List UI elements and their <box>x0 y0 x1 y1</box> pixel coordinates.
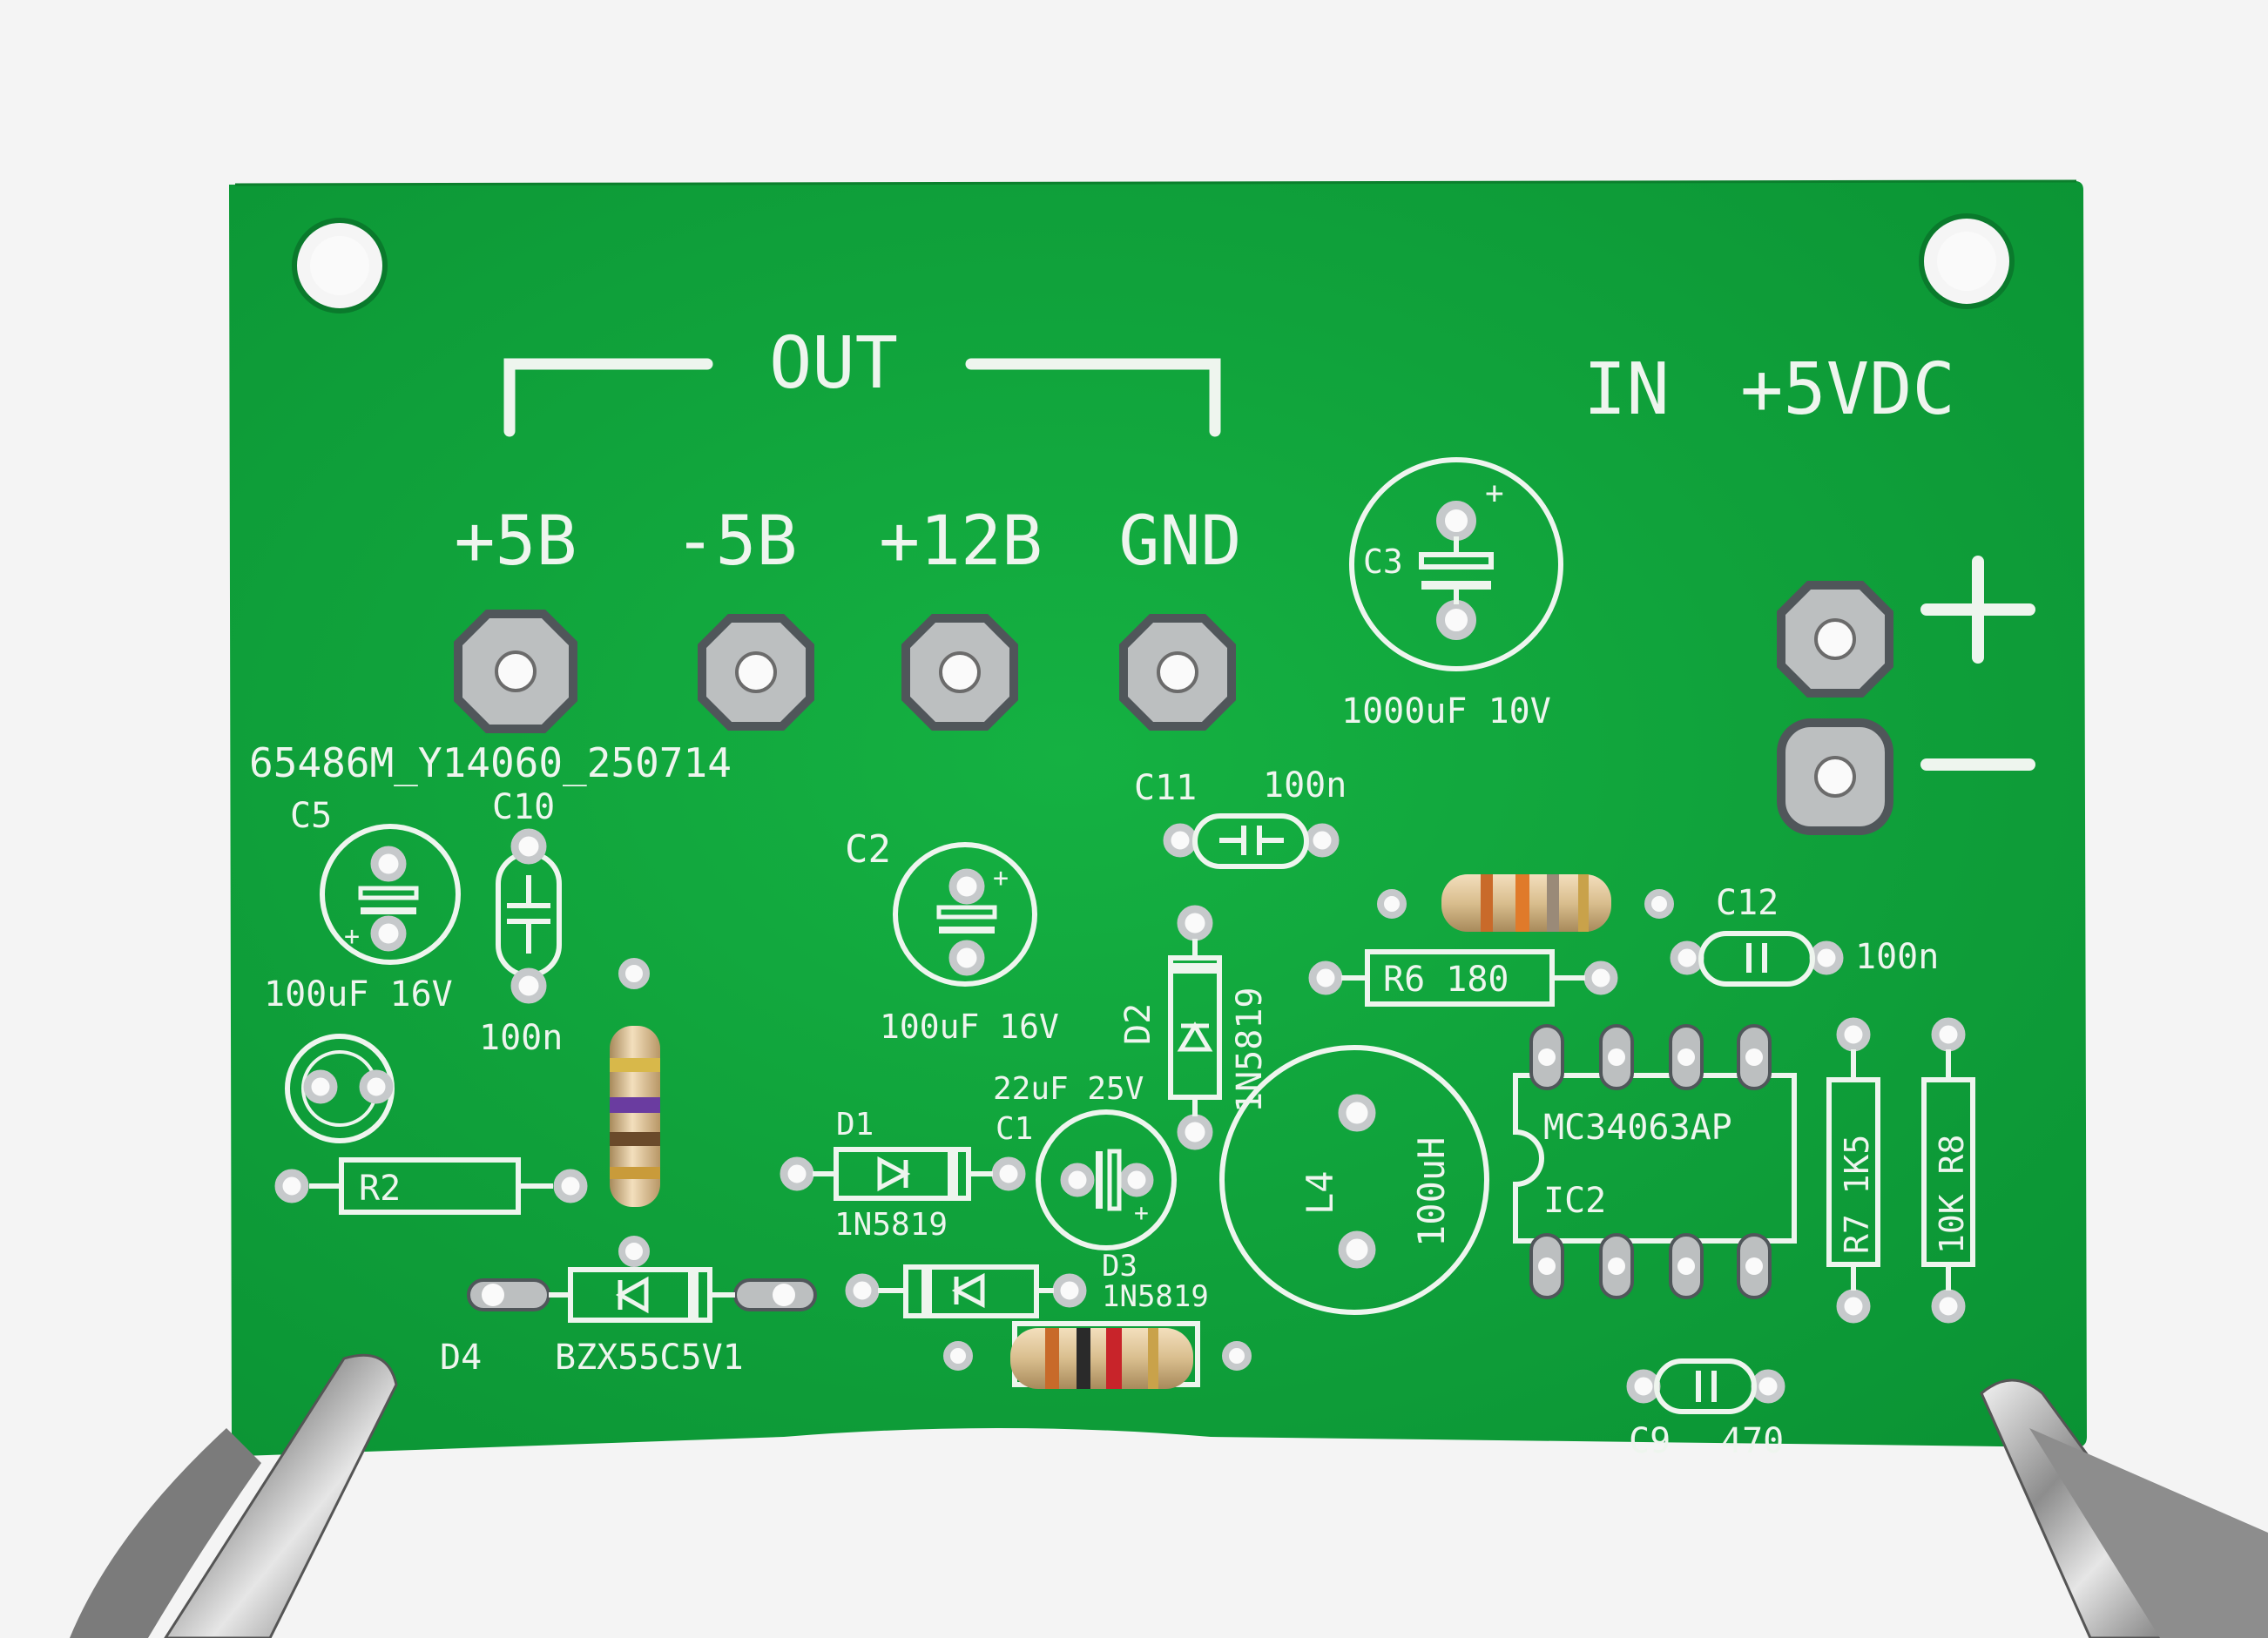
r6-label: R6 180 <box>1383 960 1509 1000</box>
c1-footprint <box>1036 1109 1177 1250</box>
c9-label: C9 <box>1629 1421 1671 1461</box>
pad-gnd <box>1119 614 1236 731</box>
c5-label: C5 <box>290 796 332 836</box>
c5-value: 100uF 16V <box>264 974 453 1014</box>
c3-label: C3 <box>1363 543 1403 581</box>
d1-value: 1N5819 <box>834 1207 948 1243</box>
board-id: 65486M_Y14060_250714 <box>249 739 732 786</box>
d1-footprint <box>780 1147 1026 1201</box>
c3-plus: + <box>1485 475 1504 511</box>
c10-footprint <box>496 828 562 1004</box>
r2-footprint <box>274 1157 588 1215</box>
c12-value: 100n <box>1855 937 1939 977</box>
mounting-hole-top-right <box>1919 213 2015 309</box>
ic2-name: MC34063AP <box>1543 1108 1732 1148</box>
in-label: IN <box>1583 348 1670 431</box>
alligator-clip-left <box>70 1353 398 1638</box>
input-pad-minus <box>1777 718 1893 835</box>
d1-label: D1 <box>836 1107 874 1143</box>
l4-label: L4 <box>1299 1170 1341 1215</box>
out-header: OUT <box>769 322 898 405</box>
r7-footprint <box>1826 1017 1880 1324</box>
c11-value: 100n <box>1263 765 1347 806</box>
l4-footprint <box>1219 1045 1489 1315</box>
output-pads <box>454 610 1236 733</box>
r6-footprint <box>1308 949 1618 1007</box>
pad-plus12 <box>901 614 1018 731</box>
c10-label: C10 <box>492 787 555 827</box>
r8-footprint <box>1921 1017 1975 1324</box>
d4-footprint <box>467 1267 817 1323</box>
c12-label: C12 <box>1716 883 1779 923</box>
c5-plus: + <box>344 921 360 952</box>
terminal-label-minus5: -5B <box>675 502 798 581</box>
d3-value: 1N5819 <box>1102 1279 1209 1314</box>
resistor-top <box>1377 874 1674 932</box>
out-bracket <box>503 358 1221 437</box>
c2-label: C2 <box>845 827 891 872</box>
c1-label: C1 <box>996 1111 1033 1147</box>
in-voltage: +5VDC <box>1740 348 1955 431</box>
terminal-labels: +5B -5B +12B GND <box>455 502 1242 581</box>
pcb-board <box>229 179 2087 1456</box>
c9-value: 470 <box>1721 1421 1784 1461</box>
c1-value: 22uF 25V <box>993 1071 1144 1107</box>
c3-footprint <box>1349 457 1563 671</box>
terminal-label-plus5: +5B <box>455 502 577 581</box>
pad-minus5 <box>698 614 814 731</box>
resistor-vertical <box>610 958 660 1267</box>
c12-footprint <box>1670 931 1844 987</box>
input-pad-plus <box>1777 581 1893 698</box>
terminal-label-plus12: +12B <box>879 502 1043 581</box>
c9-footprint <box>1626 1358 1785 1414</box>
alligator-clip-right <box>1980 1378 2268 1638</box>
round-footprint <box>285 1034 395 1143</box>
resistor-bottom <box>943 1321 1252 1389</box>
r2-label: R2 <box>359 1169 401 1209</box>
c11-label: C11 <box>1134 768 1197 808</box>
mounting-hole-top-left <box>292 218 388 313</box>
d4-label: D4 <box>440 1338 482 1378</box>
d2-value: 1N5819 <box>1230 988 1270 1114</box>
ic2-label: IC2 <box>1543 1181 1606 1221</box>
d2-label: D2 <box>1118 1003 1158 1045</box>
l4-value: 100uH <box>1410 1137 1453 1247</box>
pad-plus5 <box>454 610 577 733</box>
c2-plus: + <box>993 863 1009 893</box>
c11-footprint <box>1163 813 1340 869</box>
r8-label: 10K R8 <box>1933 1135 1971 1254</box>
input-plus-sign <box>1920 556 2035 664</box>
d4-value: BZX55C5V1 <box>555 1338 744 1378</box>
ic2-footprint <box>1513 1024 1797 1299</box>
r7-label: R7 1K5 <box>1838 1135 1876 1254</box>
c2-footprint <box>893 842 1037 987</box>
d2-footprint <box>1168 905 1222 1150</box>
c3-value: 1000uF 10V <box>1341 691 1551 731</box>
c10-value: 100n <box>479 1018 563 1058</box>
terminal-label-gnd: GND <box>1119 502 1242 581</box>
d3-footprint <box>845 1264 1087 1318</box>
d3-label: D3 <box>1102 1249 1137 1284</box>
c2-value: 100uF 16V <box>880 1008 1059 1046</box>
c1-plus: + <box>1134 1198 1149 1227</box>
c5-footprint <box>320 824 461 965</box>
